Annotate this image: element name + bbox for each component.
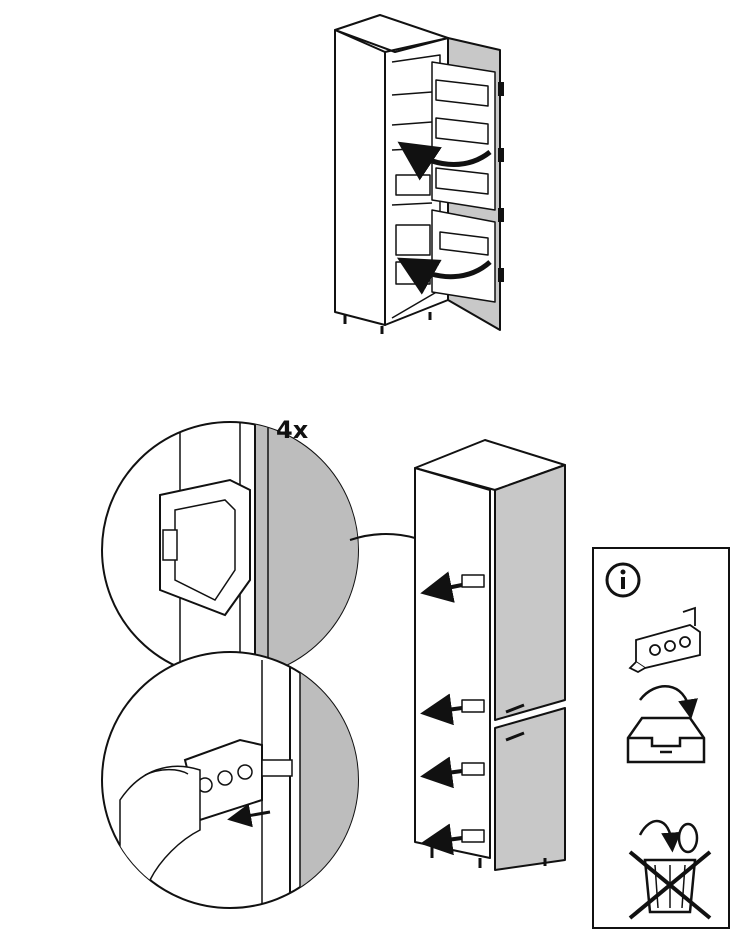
bracket-icon — [628, 606, 701, 674]
info-icon — [605, 562, 641, 598]
magnified-detail-removal — [101, 651, 359, 909]
door-open-arrow-lower — [396, 257, 492, 295]
crossed-out-bin-icon — [628, 819, 712, 920]
open-fridge-illustration — [334, 14, 504, 334]
info-panel — [592, 547, 730, 929]
cabinet-closed-doors — [414, 439, 566, 871]
store-in-drawer-icon — [626, 685, 706, 764]
quantity-label: 4x — [276, 416, 309, 444]
door-open-arrow-upper — [397, 141, 492, 181]
remove-arrow-4 — [420, 823, 463, 856]
pull-out-arrow — [227, 803, 271, 828]
magnified-detail-bracket — [101, 421, 456, 679]
remove-arrow-1 — [420, 571, 463, 603]
remove-arrow-3 — [420, 756, 463, 789]
remove-arrow-2 — [420, 693, 463, 726]
